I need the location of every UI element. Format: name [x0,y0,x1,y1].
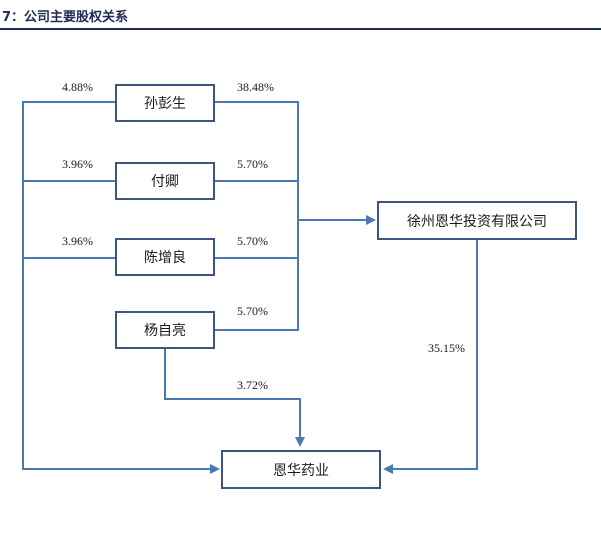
label-chen-xuzhou: 5.70% [237,234,268,248]
node-chen: 陈增良 [115,238,215,276]
figure-title: 7：公司主要股权关系 [2,10,129,25]
connector-left-trunk [22,101,220,474]
header: 7：公司主要股权关系 [0,0,601,30]
connector-xuzhou-enhua [383,240,478,474]
node-yang: 杨自亮 [115,311,215,349]
label-xuzhou-enhua: 35.15% [428,341,465,355]
connector-yang-enhua [164,349,305,447]
label-chen-enhua: 3.96% [62,234,93,248]
label-fu-enhua: 3.96% [62,157,93,171]
label-sun-xuzhou: 38.48% [237,80,274,94]
node-fu: 付卿 [115,162,215,200]
node-sun: 孙彭生 [115,84,215,122]
node-enhua: 恩华药业 [221,450,381,489]
label-sun-enhua: 4.88% [62,80,93,94]
connector-sun-right [215,101,299,331]
label-fu-xuzhou: 5.70% [237,157,268,171]
label-yang-xuzhou: 5.70% [237,304,268,318]
header-rule [0,28,601,30]
node-xuzhou: 徐州恩华投资有限公司 [377,201,577,240]
label-yang-enhua: 3.72% [237,378,268,392]
